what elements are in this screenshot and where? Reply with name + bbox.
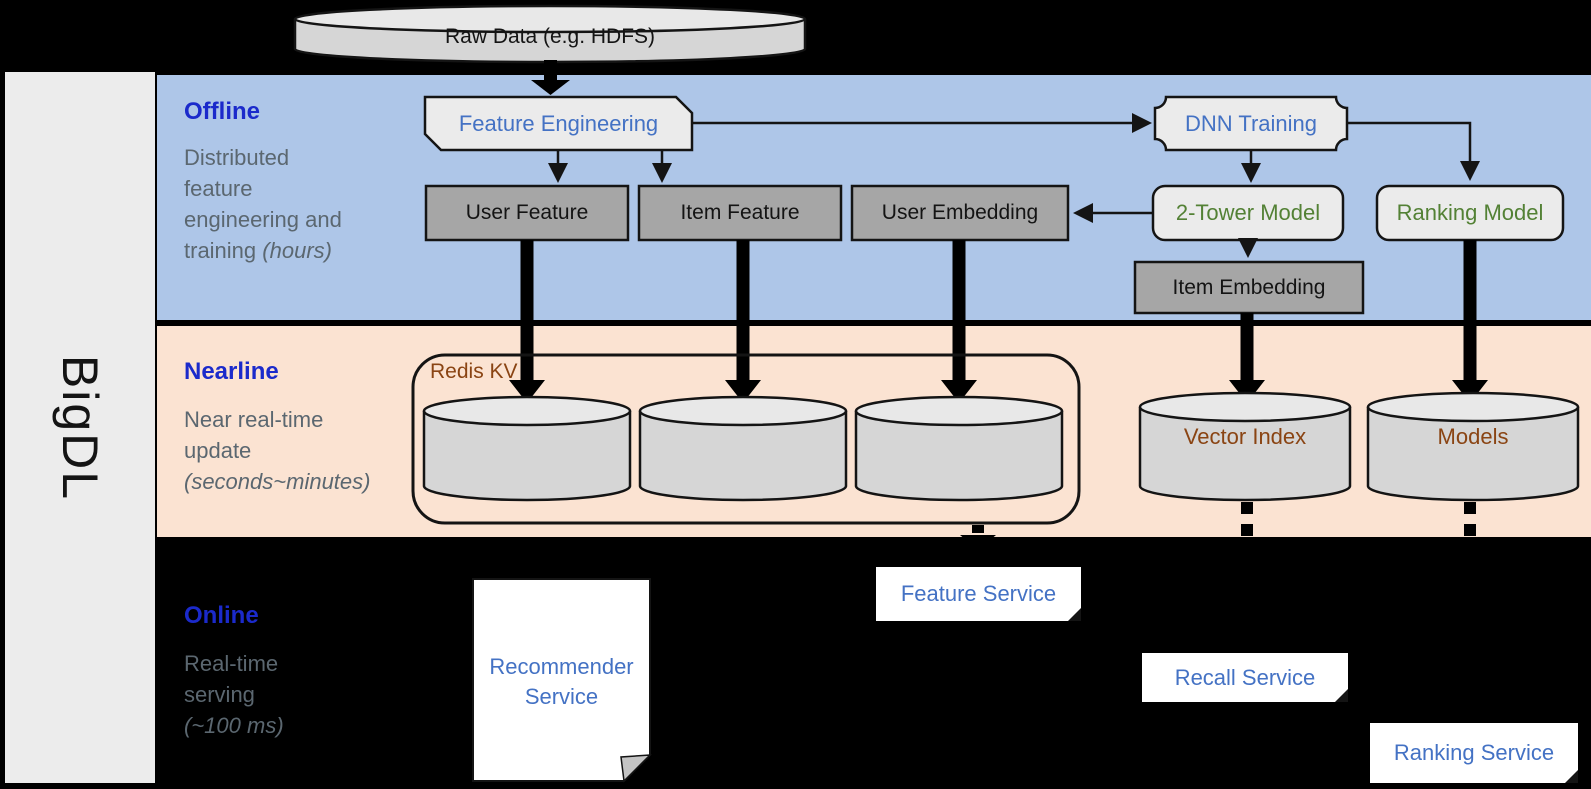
feature-service-box: Feature Service xyxy=(876,567,1081,621)
ranking-model-label: Ranking Model xyxy=(1396,200,1544,225)
nearline-description: Near real-time update (seconds~minutes) xyxy=(184,407,371,494)
page-fold xyxy=(1565,770,1578,783)
redis-cylinder-2 xyxy=(638,395,848,502)
offline-description: Distributed feature engineering and trai… xyxy=(184,145,342,263)
item-embedding-box xyxy=(1133,260,1365,315)
ranking-service-box: Ranking Service xyxy=(1370,723,1578,783)
user-embedding-box xyxy=(850,184,1070,242)
recommender-service-doc xyxy=(472,578,652,783)
arrow-item-embedding-to-vector-index xyxy=(1229,313,1265,403)
ranking-service-label: Ranking Service xyxy=(1393,740,1555,765)
online-title: Online xyxy=(184,602,259,629)
arrow-user-embedding-to-redis xyxy=(941,240,977,403)
redis-cylinder-3 xyxy=(854,395,1064,502)
redis-kv-label: Redis KV xyxy=(430,360,518,383)
feature-service-label: Feature Service xyxy=(900,581,1057,606)
page-fold xyxy=(1335,689,1348,702)
arrow-ranking-model-to-models xyxy=(1452,240,1488,403)
vector-index-label: Vector Index xyxy=(1183,424,1307,449)
dashed-arrow-vector-index-to-recall-service xyxy=(1241,502,1253,536)
user-feature-label: User Feature xyxy=(465,201,589,224)
user-feature-box xyxy=(424,184,630,242)
dashed-arrow-redis-to-feature-service xyxy=(960,525,996,550)
item-embedding-label: Item Embedding xyxy=(1172,275,1326,299)
redis-cylinder-1 xyxy=(422,395,632,502)
models-label: Models xyxy=(1437,424,1509,449)
arrow-rawdata-to-feature-engineering xyxy=(531,60,570,95)
dnn-training-label: DNN Training xyxy=(1184,110,1318,136)
offline-title: Offline xyxy=(184,98,260,125)
bigdl-sidebar: BigDL xyxy=(5,72,155,783)
dashed-arrow-models-to-ranking-service xyxy=(1464,502,1476,536)
models-cylinder xyxy=(1366,391,1580,502)
page-fold xyxy=(1068,608,1081,621)
redis-kv-container xyxy=(411,353,1081,525)
arrow-item-feature-to-redis xyxy=(725,240,761,403)
nearline-title: Nearline xyxy=(184,358,279,385)
user-embedding-label: User Embedding xyxy=(881,201,1039,224)
recommender-service-label: Recommender Service xyxy=(489,654,634,709)
item-feature-label: Item Feature xyxy=(680,201,800,224)
feature-engineering-box xyxy=(423,95,694,152)
page-fold xyxy=(620,754,652,783)
recall-service-label: Recall Service xyxy=(1174,664,1316,690)
arrow-user-feature-to-redis xyxy=(509,240,545,403)
two-tower-model-label: 2-Tower Model xyxy=(1175,200,1321,225)
feature-engineering-label: Feature Engineering xyxy=(458,110,659,136)
arrow-dnn-to-ranking-model xyxy=(1347,121,1480,181)
raw-data-label: Raw Data (e.g. HDFS) xyxy=(444,25,656,48)
vector-index-cylinder xyxy=(1138,391,1352,502)
recall-service-box: Recall Service xyxy=(1142,653,1348,702)
online-description: Real-time serving (~100 ms) xyxy=(184,651,284,738)
dnn-training-box xyxy=(1153,95,1349,152)
item-feature-box xyxy=(637,184,843,242)
